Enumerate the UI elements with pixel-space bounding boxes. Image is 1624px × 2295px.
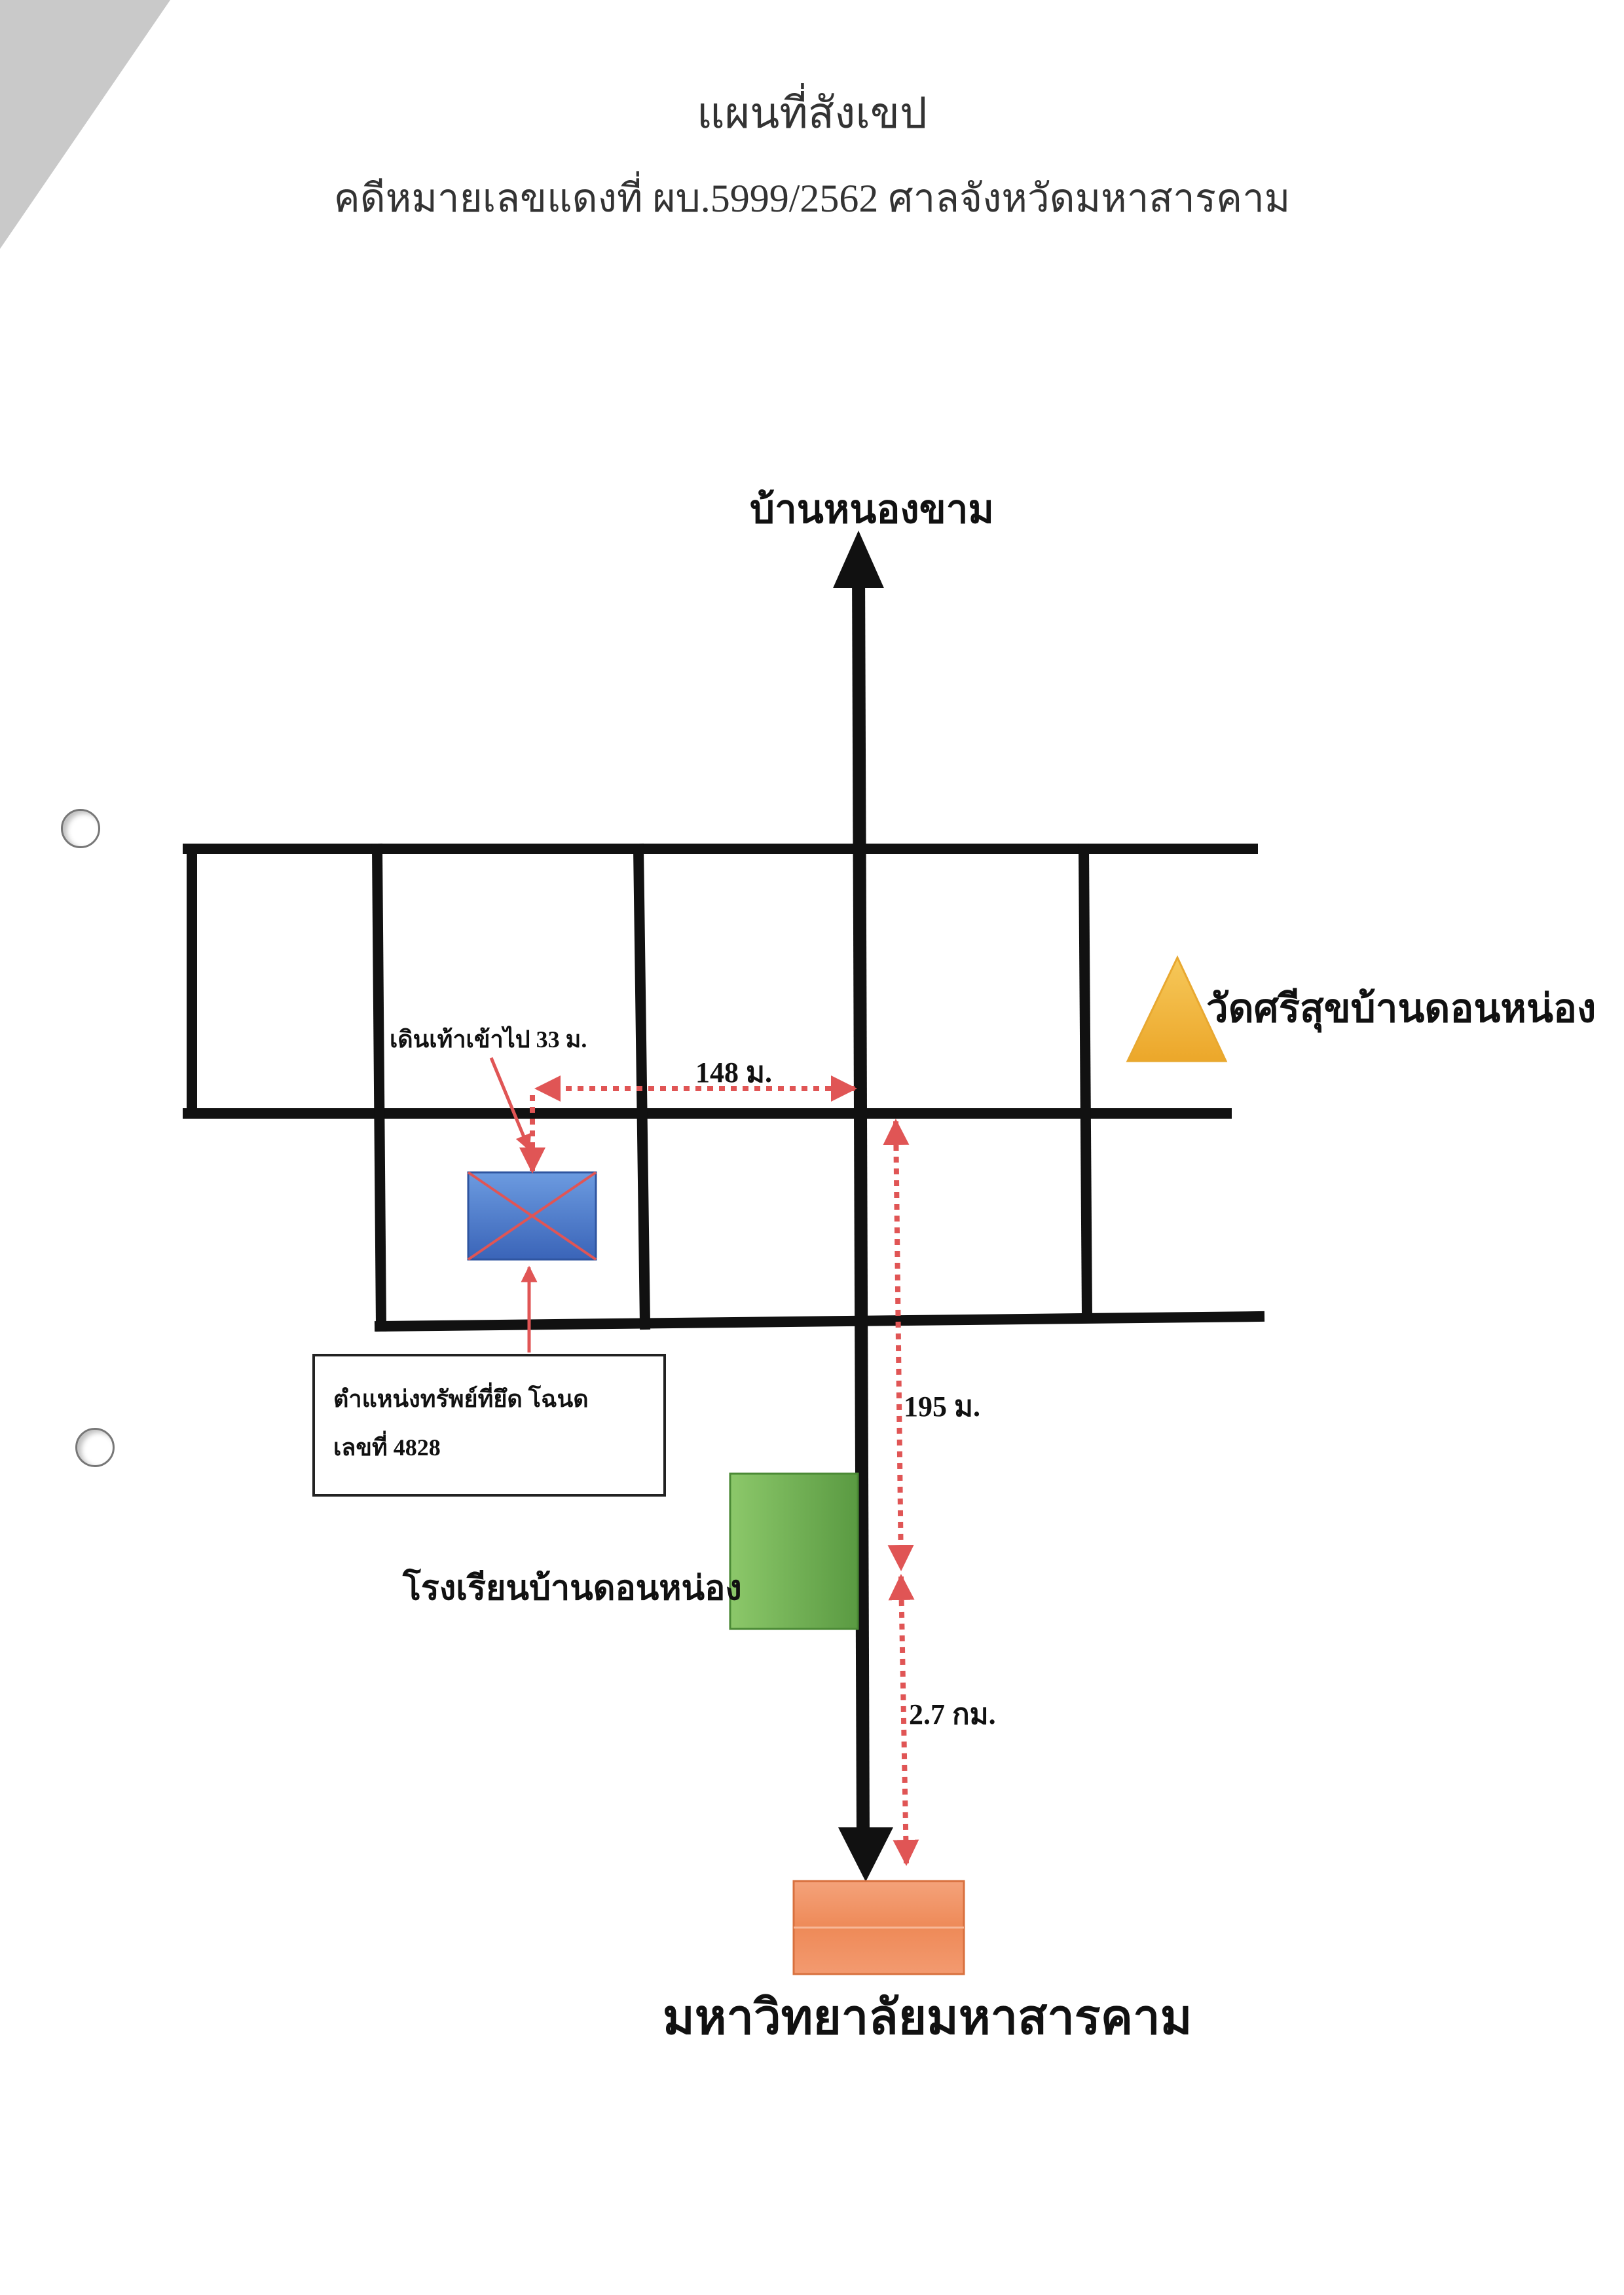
distance-line-university [888,1574,919,1866]
road-east-vertical [1078,843,1093,1322]
distance-markers [519,1075,919,1866]
main-road [833,531,893,1882]
page-title: แผนที่สังเขป [697,90,927,138]
property-callout-line2: เลขที่ 4828 [333,1434,441,1461]
label-west-distance: 148 ม. [695,1056,773,1089]
temple-marker [1126,955,1228,1062]
main-road-north-arrowhead [833,531,884,588]
road-west-vertical [371,843,387,1332]
folded-corner [0,0,170,249]
property-callout-box: ตำแหน่งทรัพย์ที่ยึด โฉนด เลขที่ 4828 [312,1354,666,1497]
walk-label-pointer [489,1057,531,1151]
road-south-horizontal [374,1311,1265,1332]
label-school: โรงเรียนบ้านดอนหน่อง [403,1570,742,1607]
label-walk-in: เดินเท้าเข้าไป 33 ม. [390,1026,587,1053]
property-callout-line1: ตำแหน่งทรัพย์ที่ยึด โฉนด [333,1386,589,1412]
label-temple: วัดศรีสุขบ้านดอนหน่อง [1206,987,1596,1030]
university-marker [792,1880,965,1975]
punch-hole-lower [75,1428,115,1467]
distance-line-south [883,1119,914,1571]
property-marker [467,1171,597,1261]
label-south-distance: 195 ม. [904,1390,981,1423]
label-university: มหาวิทยาลัยมหาสารคาม [663,1991,1192,2045]
pointer-lines [489,1057,538,1353]
case-subtitle: คดีหมายเลขแดงที่ ผบ.5999/2562 ศาลจังหวัด… [333,177,1291,220]
label-university-distance: 2.7 กม. [909,1698,996,1730]
school-marker [729,1472,859,1630]
punch-hole-upper [61,809,100,848]
main-road-south-arrowhead [838,1827,893,1882]
label-north-destination: บ้านหนองขาม [750,488,994,531]
